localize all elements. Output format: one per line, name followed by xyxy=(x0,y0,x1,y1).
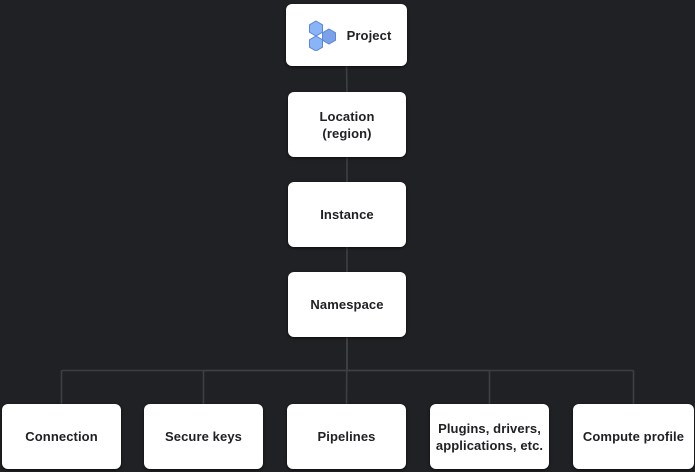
edge-project-to-location xyxy=(345,65,348,93)
node-location[interactable]: Location (region) xyxy=(288,92,406,157)
node-pipelines[interactable]: Pipelines xyxy=(287,404,406,469)
node-label-instance: Instance xyxy=(320,207,374,222)
node-label-plugins: Plugins, drivers, applications, etc. xyxy=(435,420,544,453)
node-label-project: Project xyxy=(346,27,392,43)
node-securekeys[interactable]: Secure keys xyxy=(144,404,263,469)
node-instance[interactable]: Instance xyxy=(288,182,406,247)
node-label-connection: Connection xyxy=(25,429,98,444)
node-label-location: Location (region) xyxy=(319,108,375,141)
node-project[interactable]: Project xyxy=(286,4,407,66)
hexagon-cluster-icon xyxy=(308,20,336,51)
node-namespace[interactable]: Namespace xyxy=(288,272,406,337)
node-label-namespace: Namespace xyxy=(310,297,384,312)
node-label-securekeys: Secure keys xyxy=(165,429,242,444)
node-label-computeprofile: Compute profile xyxy=(582,429,685,444)
edge-namespace-to-pipelines xyxy=(345,336,348,405)
node-computeprofile[interactable]: Compute profile xyxy=(573,404,694,469)
node-connection[interactable]: Connection xyxy=(2,404,121,469)
node-label-pipelines: Pipelines xyxy=(317,429,376,444)
node-plugins[interactable]: Plugins, drivers, applications, etc. xyxy=(430,404,549,469)
